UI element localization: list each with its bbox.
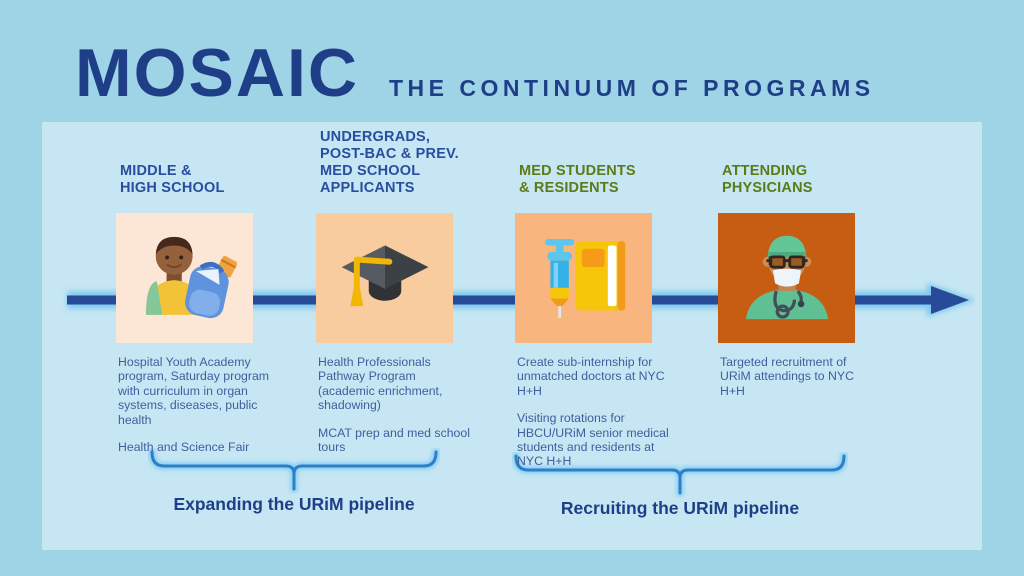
stage-description: Health and Science Fair	[118, 439, 250, 454]
stage-header: MED STUDENTS & RESIDENTS	[519, 163, 636, 197]
stage-undergrads-postbac: UNDERGRADS, POST-BAC & PREV. MED SCHOOL …	[316, 122, 478, 454]
recruiting-pipeline-label: Recruiting the URiM pipeline	[560, 498, 800, 518]
doctor-icon	[745, 235, 828, 320]
title-main: MOSAIC	[75, 35, 359, 111]
stage-med-students-residents: MED STUDENTS & RESIDENTS Creat	[515, 122, 677, 469]
stage-description: Hospital Youth Academy program, Saturday…	[118, 355, 270, 427]
title-subtitle: THE CONTINUUM OF PROGRAMS	[389, 75, 875, 101]
stage-image-tile	[718, 213, 855, 343]
stage-description: Targeted recruitment of URiM attendings …	[720, 355, 854, 398]
stage-middle-high-school: MIDDLE & HIGH SCHOOL	[116, 122, 278, 454]
syringe-book-icon	[544, 239, 625, 319]
stage-header: UNDERGRADS, POST-BAC & PREV. MED SCHOOL …	[320, 129, 459, 197]
stage-attending-physicians: ATTENDING PHYSICIANS	[718, 122, 880, 398]
student-backpack-icon	[145, 236, 237, 319]
content-panel: MIDDLE & HIGH SCHOOL	[42, 122, 982, 550]
stage-image-tile	[316, 213, 453, 343]
stage-description: Visiting rotations for HBCU/URiM senior …	[517, 411, 669, 469]
stage-header: MIDDLE & HIGH SCHOOL	[120, 163, 225, 197]
stage-image-tile	[515, 213, 652, 343]
stage-header: ATTENDING PHYSICIANS	[722, 163, 813, 197]
expanding-brace-icon	[148, 448, 440, 493]
stage-description: Create sub-internship for unmatched doct…	[517, 355, 665, 398]
stage-description: Health Professionals Pathway Program (ac…	[318, 355, 443, 413]
recruiting-brace-icon	[512, 452, 848, 497]
stage-description: MCAT prep and med school tours	[318, 425, 470, 454]
graduation-cap-icon	[341, 245, 428, 307]
stage-image-tile	[116, 213, 253, 343]
expanding-pipeline-label: Expanding the URiM pipeline	[173, 494, 415, 514]
page-title: MOSAIC THE CONTINUUM OF PROGRAMS	[75, 34, 875, 112]
